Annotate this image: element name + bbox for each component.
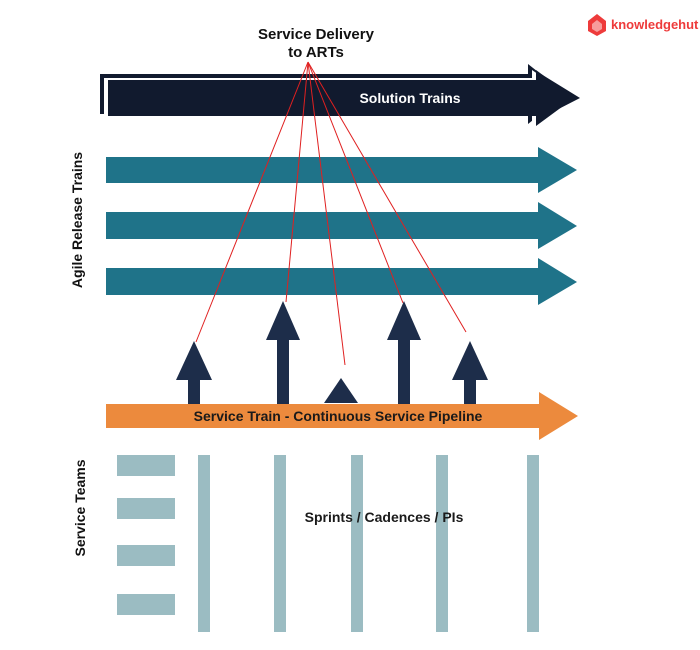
up-arrow-5 xyxy=(452,341,488,405)
sprint-bar-3 xyxy=(351,455,363,632)
title-line-2: to ARTs xyxy=(288,44,344,61)
sprint-bars xyxy=(198,455,539,632)
service-team-bar-1 xyxy=(117,455,175,476)
up-arrow-4 xyxy=(387,301,421,405)
solution-trains-arrow: Solution Trains xyxy=(100,64,580,126)
service-teams-label: Service Teams xyxy=(72,459,88,556)
agile-release-trains-label: Agile Release Trains xyxy=(69,152,85,288)
title-line-1: Service Delivery xyxy=(258,26,375,43)
up-arrow-3 xyxy=(324,378,358,403)
up-arrow-2 xyxy=(266,301,300,405)
art-arrow-3 xyxy=(106,258,577,305)
art-arrow-2 xyxy=(106,202,577,249)
solution-trains-label: Solution Trains xyxy=(359,90,460,106)
art-arrow-1 xyxy=(106,147,577,193)
sprint-bar-1 xyxy=(198,455,210,632)
service-team-bars xyxy=(117,455,175,615)
sprint-bar-5 xyxy=(527,455,539,632)
service-team-bar-2 xyxy=(117,498,175,519)
sprints-label: Sprints / Cadences / PIs xyxy=(305,509,464,525)
service-train-arrow: Service Train - Continuous Service Pipel… xyxy=(106,392,578,440)
service-team-bar-3 xyxy=(117,545,175,566)
service-team-bar-4 xyxy=(117,594,175,615)
knowledgehut-logo: knowledgehut xyxy=(588,14,699,36)
sprint-bar-2 xyxy=(274,455,286,632)
brand-name: knowledgehut xyxy=(611,17,699,32)
sprint-bar-4 xyxy=(436,455,448,632)
up-arrow-1 xyxy=(176,341,212,405)
service-train-label: Service Train - Continuous Service Pipel… xyxy=(194,408,483,424)
delivery-lines xyxy=(195,61,467,366)
up-arrows xyxy=(176,301,488,405)
